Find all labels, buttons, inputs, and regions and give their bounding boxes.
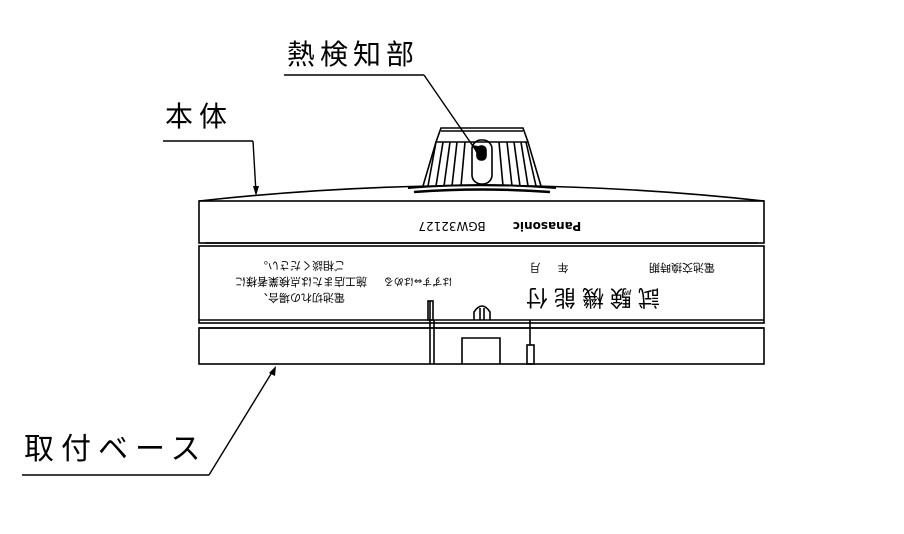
heat-sensor-callout: 熱検知部 <box>287 38 419 71</box>
contact-notice-label: ご相談ください。 <box>257 259 345 273</box>
battery-replacement-label: 電池交換時期 <box>649 261 715 275</box>
detector-body <box>198 184 765 324</box>
device-printing: BGW32127 Panasonic ご相談ください。 施工店または点検業者様に… <box>235 219 715 309</box>
body-callout: 本体 <box>165 100 233 133</box>
model-number-label: BGW32127 <box>418 219 485 233</box>
heat-sensor-head <box>407 127 557 194</box>
year-label: 年 <box>558 261 569 275</box>
battery-notice-label: 電池切れの場合、 <box>257 291 345 305</box>
brand-label: Panasonic <box>513 219 581 233</box>
leader-arrowheads <box>253 145 478 376</box>
test-function-label: 試験機能付 <box>520 284 660 309</box>
arrow-text-label: はずす⇔はめる <box>384 275 452 287</box>
mounting-base <box>198 320 765 365</box>
leader-lines <box>22 74 478 476</box>
service-notice-label: 施工店または点検業者様に <box>235 275 367 289</box>
mounting-base-callout: 取付ベース <box>24 432 208 467</box>
month-label: 月 <box>530 261 541 274</box>
